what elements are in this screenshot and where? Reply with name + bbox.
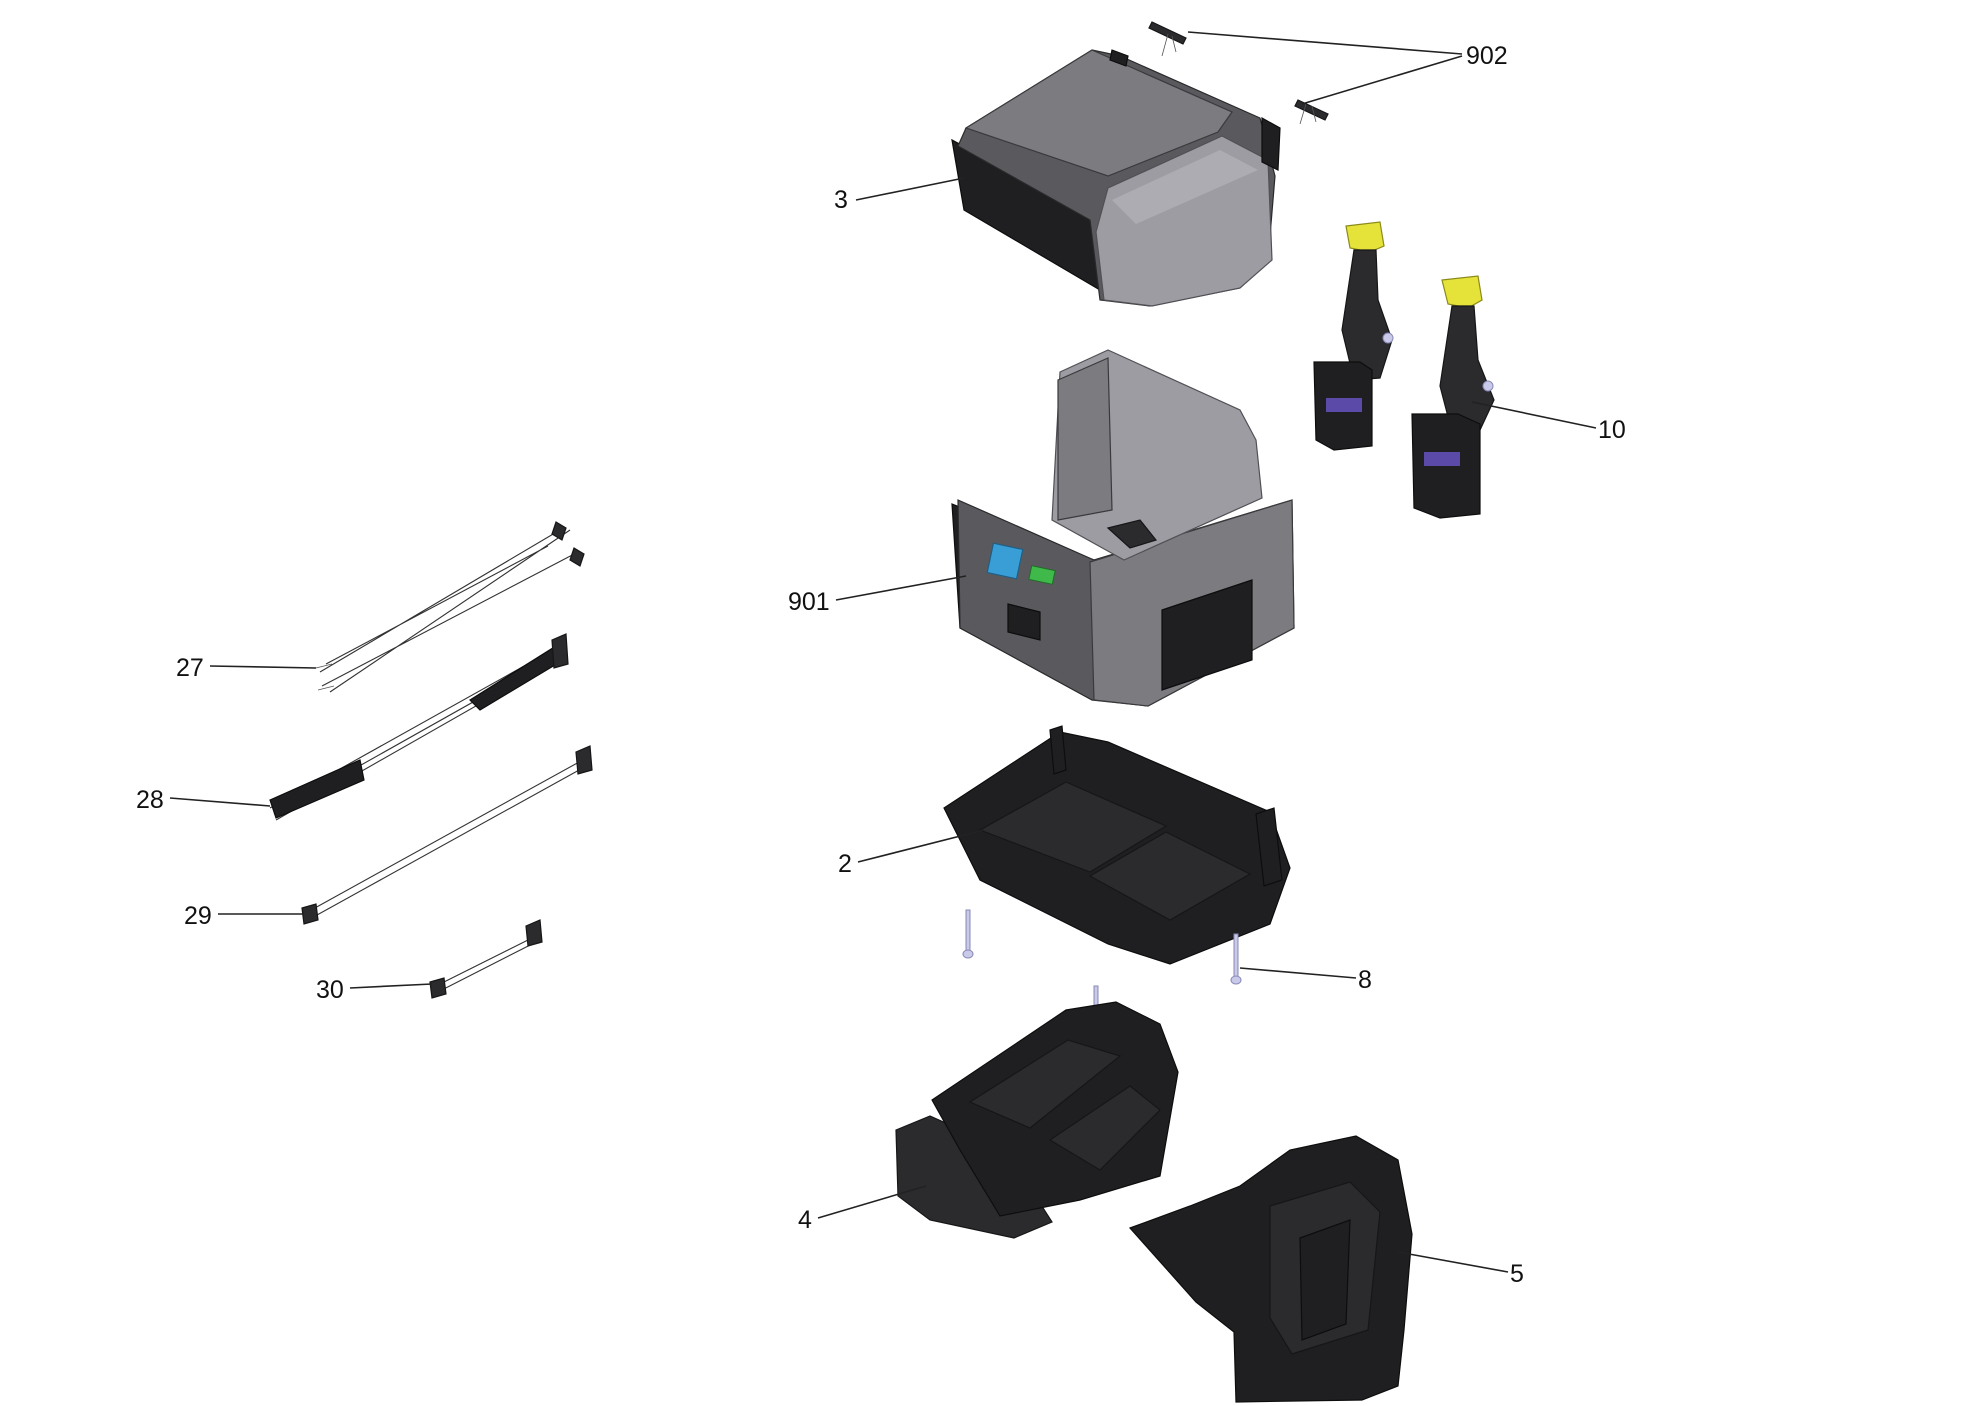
leader-901 bbox=[835, 575, 967, 601]
leader-lines bbox=[169, 31, 1597, 1273]
leader-902-b bbox=[1301, 55, 1463, 105]
leader-3 bbox=[855, 177, 965, 201]
callout-27: 27 bbox=[176, 654, 204, 682]
leader-4 bbox=[817, 1185, 927, 1219]
clip-lower bbox=[1294, 99, 1329, 125]
callout-3: 3 bbox=[834, 186, 848, 214]
callout-labels: 902 3 10 901 27 28 29 30 2 8 4 5 bbox=[136, 42, 1626, 1288]
part-901-main-housing bbox=[951, 349, 1295, 707]
callout-901: 901 bbox=[788, 588, 830, 616]
part-27-cable bbox=[315, 521, 585, 693]
part-30-cable bbox=[429, 919, 543, 999]
leader-30 bbox=[349, 983, 433, 989]
harness-right bbox=[1411, 275, 1495, 519]
part-3-top-lid bbox=[951, 49, 1281, 307]
leader-8 bbox=[1239, 967, 1357, 979]
harness-left bbox=[1313, 221, 1394, 451]
callout-5: 5 bbox=[1510, 1260, 1524, 1288]
leader-5 bbox=[1397, 1251, 1509, 1273]
display-panel bbox=[986, 542, 1024, 580]
leader-28 bbox=[169, 797, 271, 807]
part-28-cable bbox=[269, 633, 569, 821]
status-led bbox=[1028, 565, 1056, 585]
callout-28: 28 bbox=[136, 786, 164, 814]
callout-29: 29 bbox=[184, 902, 212, 930]
part-5-side-cover bbox=[1128, 1135, 1413, 1403]
part-902-clips bbox=[1148, 21, 1329, 125]
clip-top bbox=[1148, 21, 1187, 57]
part-10-connector-harnesses bbox=[1313, 221, 1495, 519]
callout-4: 4 bbox=[798, 1206, 812, 1234]
part-29-cable bbox=[301, 745, 593, 925]
callout-10: 10 bbox=[1598, 416, 1626, 444]
callout-8: 8 bbox=[1358, 966, 1372, 994]
leader-27 bbox=[209, 665, 317, 669]
screw-b bbox=[1230, 933, 1242, 985]
leader-10 bbox=[1471, 401, 1597, 429]
leader-2 bbox=[857, 829, 985, 863]
part-4-base bbox=[895, 1001, 1179, 1239]
part-2-tray bbox=[943, 725, 1291, 965]
leader-902-a bbox=[1187, 31, 1463, 55]
callout-2: 2 bbox=[838, 850, 852, 878]
screw-a bbox=[962, 909, 974, 959]
callout-902: 902 bbox=[1466, 42, 1508, 70]
callout-30: 30 bbox=[316, 976, 344, 1004]
